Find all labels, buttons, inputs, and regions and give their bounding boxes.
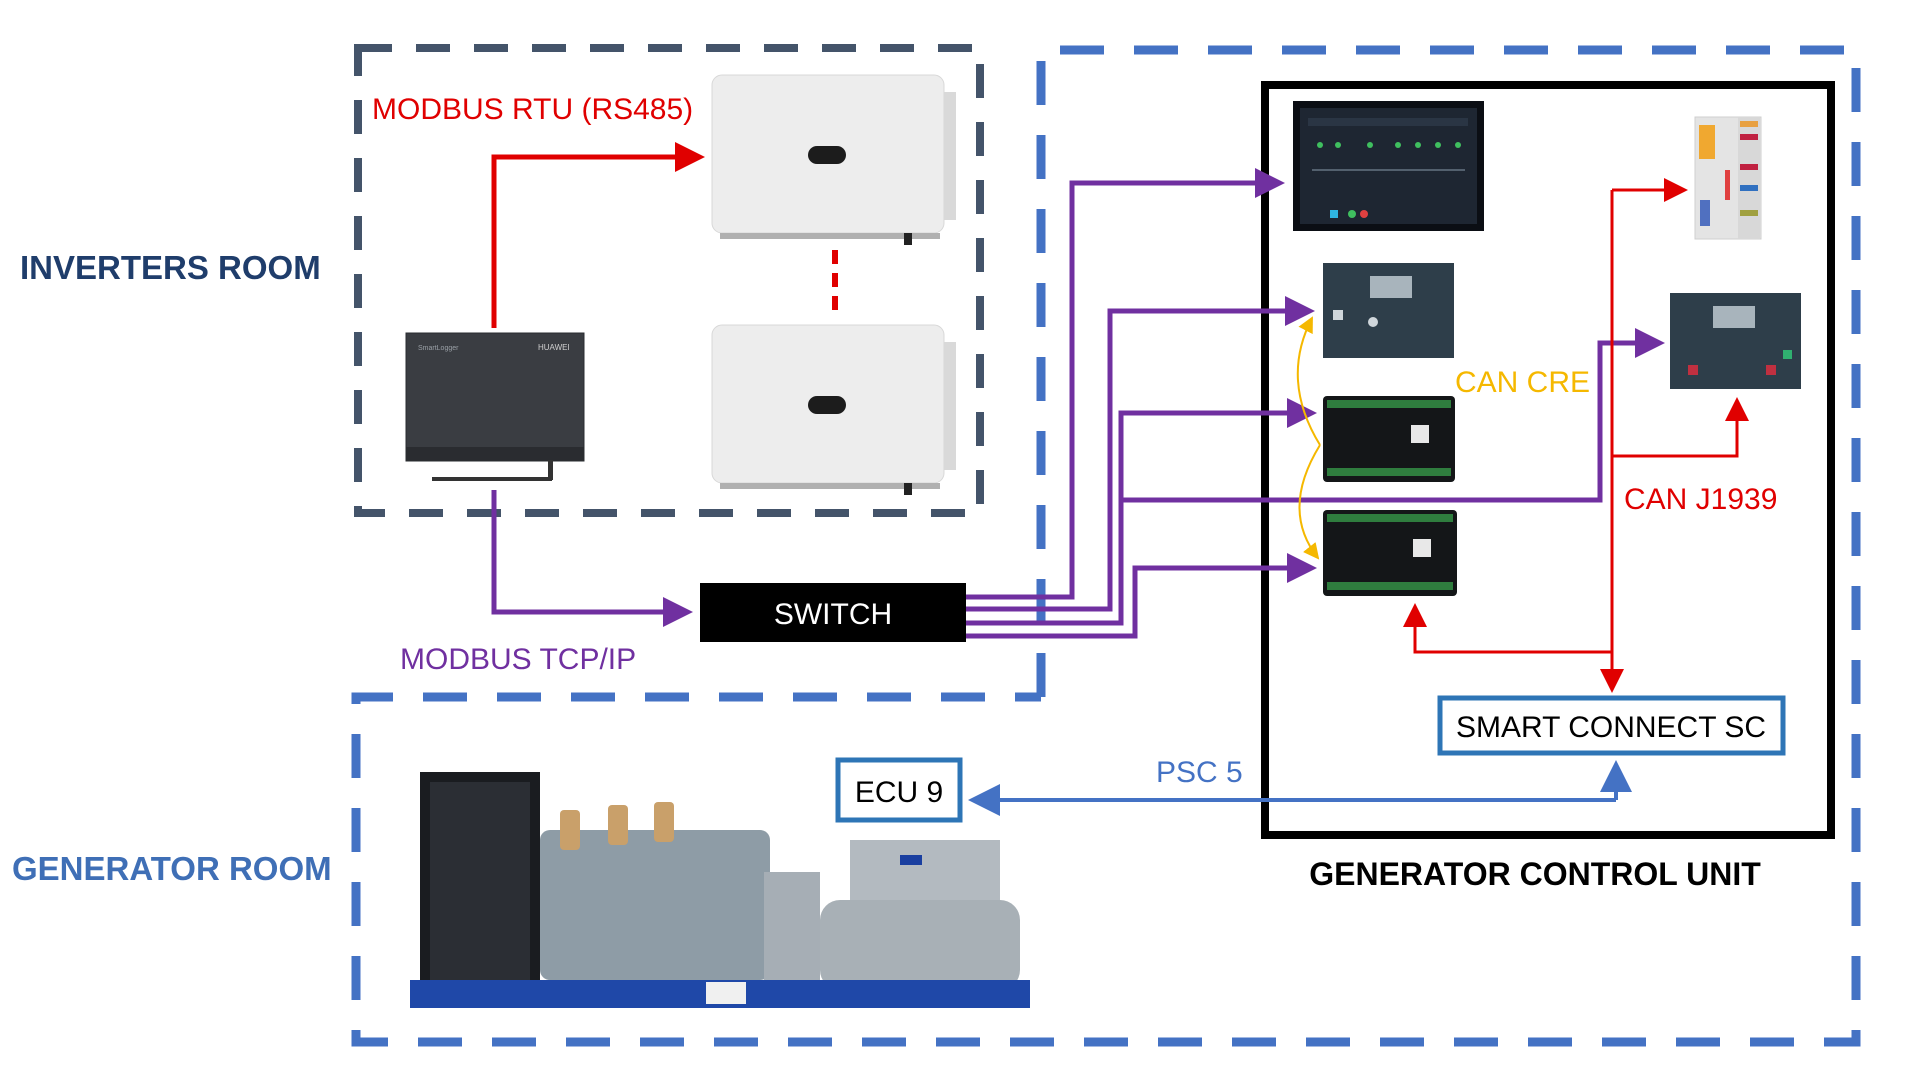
network-switch: SWITCH (700, 583, 966, 642)
ecu-label: ECU 9 (855, 776, 943, 809)
can-cre-link-1 (1296, 316, 1321, 446)
generator-control-unit-boundary (1261, 81, 1835, 839)
inverters-room-boundary (354, 44, 984, 517)
can-j1939-gen-controller-2 (1403, 603, 1612, 654)
tcp-line-controller-1 (966, 296, 1315, 612)
huawei-smartlogger: SmartLogger HUAWEI (405, 332, 585, 481)
can-j1939-label: CAN J1939 (1624, 483, 1777, 516)
modbus-tcp-label: MODBUS TCP/IP (400, 643, 636, 676)
gen-controller-2 (1323, 510, 1457, 596)
tcp-line-hmi (966, 168, 1285, 600)
can-cre-link-2 (1298, 444, 1321, 560)
switch-label: SWITCH (774, 598, 892, 631)
gen-controller-1 (1323, 396, 1455, 482)
datalogger-switch-line (491, 490, 693, 627)
inverters-room-label: INVERTERS ROOM (20, 249, 321, 286)
can-cre-label: CAN CRE (1455, 366, 1590, 399)
smart-connect-box: SMART CONNECT SC (1437, 695, 1786, 756)
svg-text:HUAWEI: HUAWEI (538, 343, 570, 352)
tcp-line-controller-2 (1121, 328, 1665, 503)
hmi-display (1293, 101, 1484, 231)
svg-text:SmartLogger: SmartLogger (418, 345, 459, 352)
can-j1939-controller-2 (1612, 397, 1749, 458)
generator-set (410, 772, 1030, 1008)
compact-controller-2 (1670, 293, 1801, 389)
gcu-label: GENERATOR CONTROL UNIT (1309, 856, 1761, 892)
inverter-1 (711, 74, 956, 245)
generator-room-boundary (351, 45, 1861, 1047)
ecu-box: ECU 9 (835, 757, 963, 823)
smart-connect-label: SMART CONNECT SC (1456, 711, 1766, 744)
tcp-line-gen-controller-1 (966, 398, 1317, 626)
tcp-line-gen-controller-2 (966, 553, 1317, 639)
psc-label: PSC 5 (1156, 756, 1243, 789)
modbus-rtu-line (491, 142, 705, 328)
modbus-rtu-label: MODBUS RTU (RS485) (372, 93, 693, 126)
io-module (1694, 116, 1762, 240)
generator-room-label: GENERATOR ROOM (12, 850, 332, 887)
inverter-2 (711, 324, 956, 495)
compact-controller-1 (1323, 263, 1454, 358)
